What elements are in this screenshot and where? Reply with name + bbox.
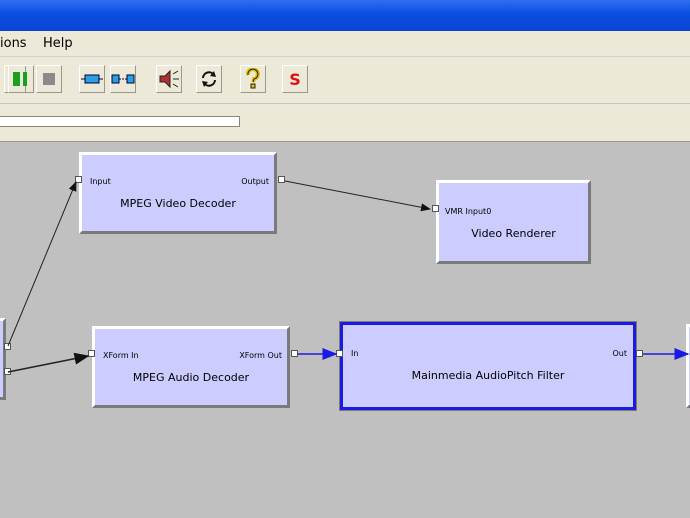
filter-video-renderer[interactable]: VMR Input0 Video Renderer (436, 180, 591, 264)
pin-input[interactable]: Input (90, 177, 111, 186)
connect-icon (81, 74, 103, 84)
pause-button[interactable] (8, 65, 34, 93)
menu-bar: ions Help (0, 31, 690, 57)
pin-box[interactable] (4, 343, 11, 350)
pin-box[interactable] (636, 350, 643, 357)
pin-in[interactable]: In (351, 349, 359, 358)
toolbar: S (0, 57, 690, 104)
connect-button[interactable] (79, 65, 105, 93)
menu-options[interactable]: ions (0, 36, 27, 51)
pin-box[interactable] (75, 176, 82, 183)
source-filter-partial[interactable] (0, 318, 6, 400)
disconnect-button[interactable] (110, 65, 136, 93)
pin-vmr-input0[interactable]: VMR Input0 (445, 207, 492, 216)
pin-box[interactable] (278, 176, 285, 183)
next-filter-partial[interactable] (686, 324, 690, 408)
s-icon: S (289, 69, 301, 89)
question-icon (245, 68, 260, 89)
refresh-button[interactable] (196, 65, 222, 93)
menu-help[interactable]: Help (43, 36, 73, 51)
progress-bar (0, 116, 240, 127)
pin-output[interactable]: Output (241, 177, 269, 186)
pin-xform-in[interactable]: XForm In (103, 351, 139, 360)
pin-out[interactable]: Out (612, 349, 627, 358)
stop-icon (43, 73, 55, 85)
disconnect-icon (111, 74, 135, 84)
speaker-icon (159, 69, 179, 89)
help-button[interactable] (240, 65, 266, 93)
pin-box[interactable] (4, 368, 11, 375)
pin-box[interactable] (432, 205, 439, 212)
filter-name: MPEG Video Decoder (120, 197, 236, 210)
stop-button[interactable] (36, 65, 62, 93)
pin-box[interactable] (336, 350, 343, 357)
pause-icon (15, 72, 27, 86)
speaker-button[interactable] (156, 65, 182, 93)
pin-xform-out[interactable]: XForm Out (239, 351, 282, 360)
filter-mpeg-video-decoder[interactable]: Input Output MPEG Video Decoder (79, 152, 277, 234)
play-icon (13, 72, 17, 86)
title-bar (0, 0, 690, 31)
pin-box[interactable] (88, 350, 95, 357)
refresh-icon (202, 71, 216, 87)
filter-name: MPEG Audio Decoder (132, 371, 250, 384)
filter-name: Video Renderer (471, 227, 556, 240)
filter-mpeg-audio-decoder[interactable]: XForm In XForm Out MPEG Audio Decoder (92, 326, 290, 408)
filter-name: Mainmedia AudioPitch Filter (411, 369, 565, 382)
filter-mainmedia-audiopitch[interactable]: In Out Mainmedia AudioPitch Filter (339, 321, 637, 411)
s-button[interactable]: S (282, 65, 308, 93)
status-strip (0, 104, 690, 143)
pin-box[interactable] (291, 350, 298, 357)
